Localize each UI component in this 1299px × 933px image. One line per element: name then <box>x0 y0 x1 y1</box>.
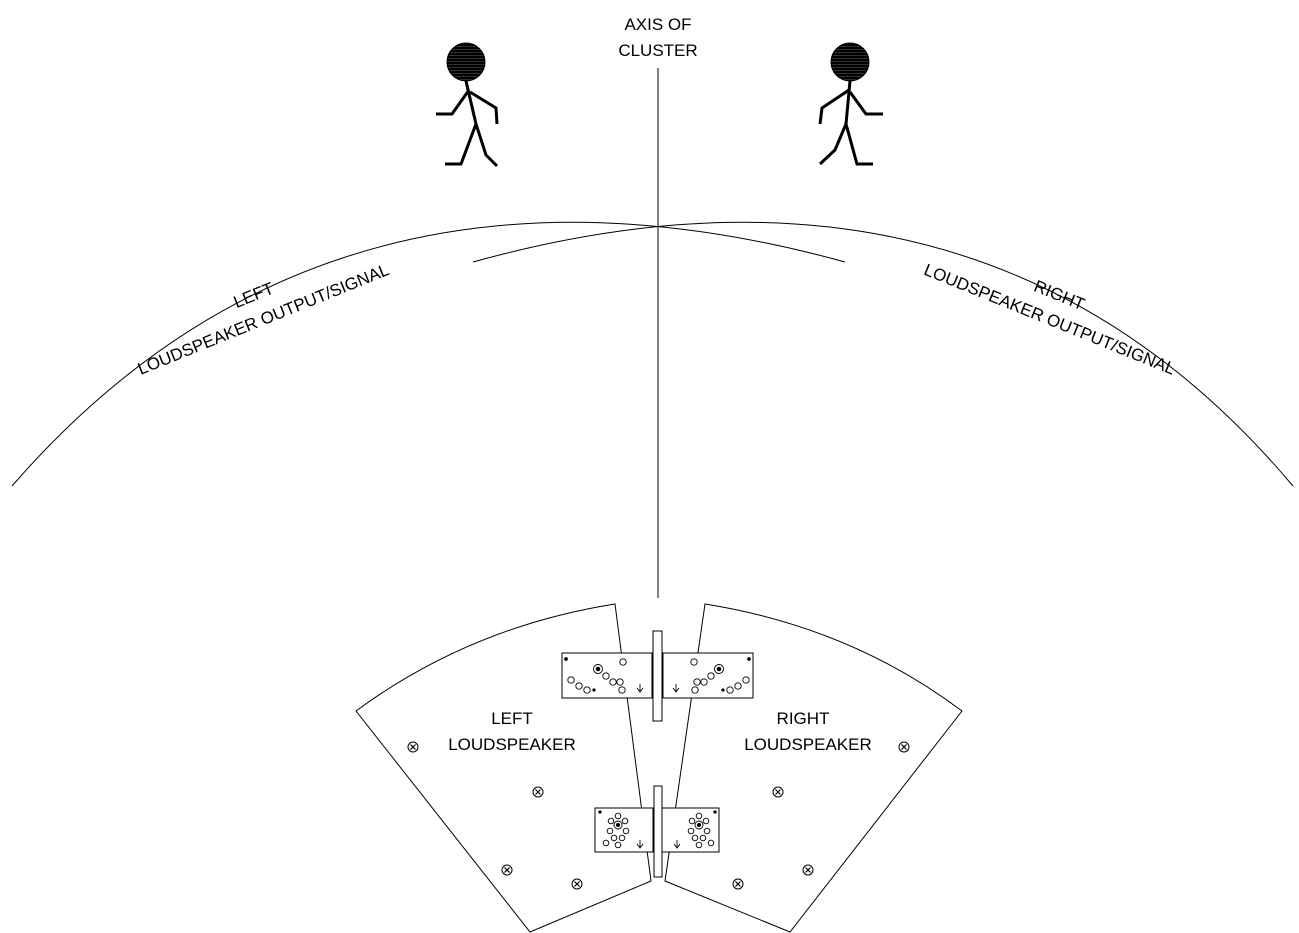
left-speaker-label-line1: LEFT <box>491 709 533 728</box>
lower-left-plate-holes <box>598 810 644 849</box>
left-output-label: LEFT LOUDSPEAKER OUTPUT/SIGNAL <box>135 260 392 378</box>
upper-right-plate-holes <box>672 657 751 694</box>
svg-text:LOUDSPEAKER OUTPUT/SIGNAL: LOUDSPEAKER OUTPUT/SIGNAL <box>135 260 392 378</box>
left-output-arc-large <box>11 221 846 487</box>
mounting-screw-icons <box>407 741 910 890</box>
right-speaker-label-line2: LOUDSPEAKER <box>744 735 872 754</box>
left-person-icon <box>436 42 499 168</box>
right-person-icon <box>818 42 883 166</box>
right-speaker-label-line1: RIGHT <box>777 709 830 728</box>
upper-link-bar <box>652 630 663 722</box>
lower-link-bar <box>653 785 663 878</box>
right-output-label: RIGHT LOUDSPEAKER OUTPUT/SIGNAL <box>921 260 1178 378</box>
lower-right-plate-holes <box>673 810 717 849</box>
axis-label-line2: CLUSTER <box>618 41 697 60</box>
axis-label-line1: AXIS OF <box>624 15 691 34</box>
upper-left-plate-holes <box>564 657 644 694</box>
right-output-arc-large <box>472 221 1294 487</box>
svg-text:LOUDSPEAKER OUTPUT/SIGNAL: LOUDSPEAKER OUTPUT/SIGNAL <box>921 260 1178 378</box>
left-speaker-label-line2: LOUDSPEAKER <box>448 735 576 754</box>
